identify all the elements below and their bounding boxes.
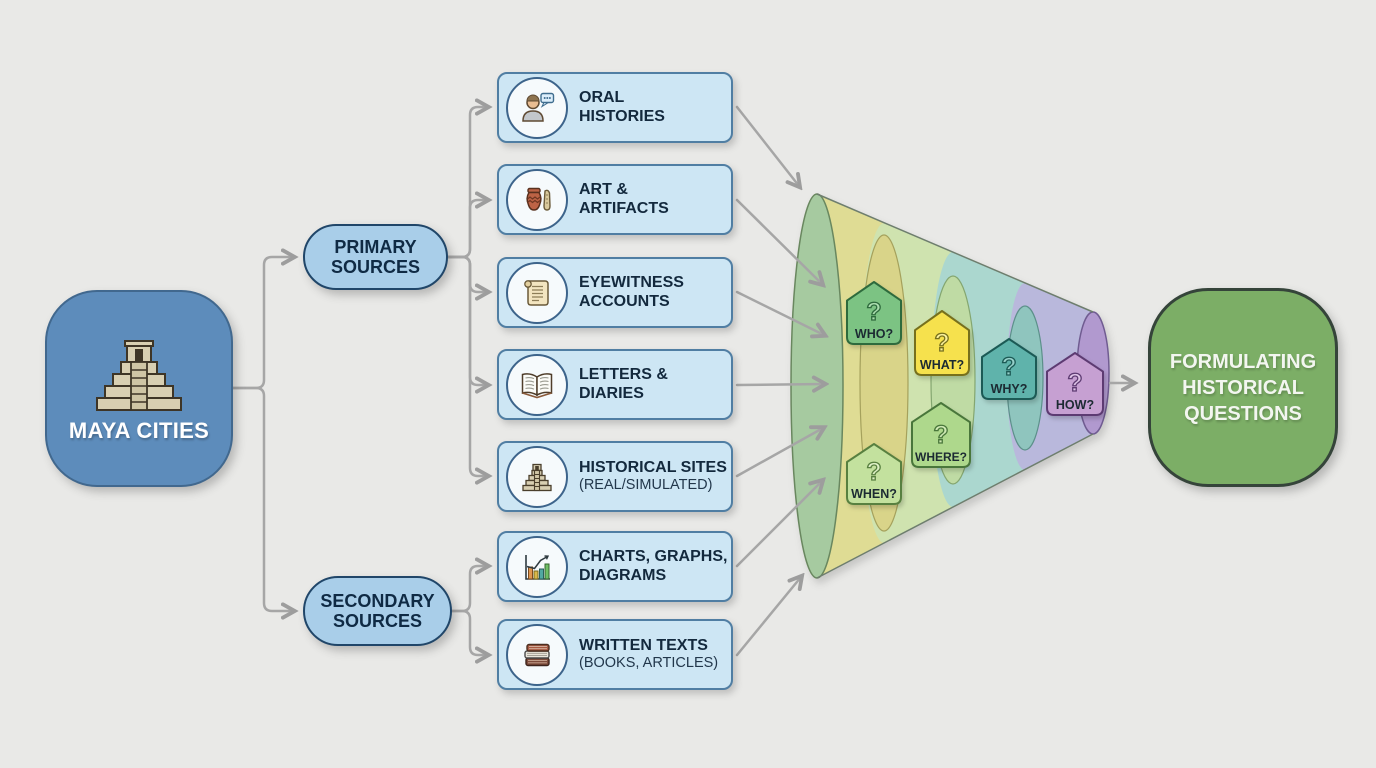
connector-secondary-to-written-texts	[448, 609, 487, 655]
question-mark-glyph: ?	[1067, 369, 1082, 397]
tree-connectors	[231, 107, 487, 655]
node-secondary-sources: SECONDARY SOURCES	[303, 576, 452, 646]
person-speech-icon	[522, 92, 555, 122]
badge-where-label: WHERE?	[915, 450, 967, 464]
box-label-line1: LETTERS &	[579, 365, 668, 383]
arrow-letters-to-funnel	[735, 384, 824, 385]
badge-why: ? WHY?	[981, 338, 1037, 400]
node-maya-cities: MAYA CITIES	[45, 290, 233, 487]
box-label-line1: HISTORICAL SITES	[579, 458, 727, 476]
connector-primary-to-letters-diaries	[445, 255, 487, 385]
box-label-line2: (BOOKS, ARTICLES)	[579, 655, 719, 672]
arrow-oral-to-funnel	[735, 105, 799, 186]
question-mark-glyph: ?	[934, 329, 949, 357]
box-label-line2: HISTORIES	[579, 107, 665, 125]
box-label-line2: ACCOUNTS	[579, 292, 670, 310]
connector-primary-to-art-artifacts	[445, 200, 487, 259]
root-node-label: MAYA CITIES	[68, 417, 210, 443]
bar-chart-icon	[525, 554, 550, 580]
badge-who-label: WHO?	[855, 327, 893, 341]
book-stack-icon	[524, 643, 550, 666]
box-label-line1: ART &	[579, 180, 628, 198]
arrow-sites-to-funnel	[735, 428, 823, 478]
arrow-art-to-funnel	[735, 198, 822, 284]
secondary-sources-line1: SECONDARY	[320, 590, 435, 611]
badge-when: ? WHEN?	[846, 443, 902, 505]
icon-circle	[506, 76, 568, 139]
badge-when-label: WHEN?	[851, 487, 897, 501]
box-art-artifacts: ART & ARTIFACTS	[497, 164, 733, 235]
result-line3: QUESTIONS	[1184, 402, 1302, 425]
icon-circle	[506, 623, 568, 686]
badge-how-label: HOW?	[1056, 398, 1094, 412]
box-label-line2: DIAGRAMS	[579, 566, 667, 584]
box-historical-sites: HISTORICAL SITES (REAL/SIMULATED)	[497, 441, 733, 512]
pottery-artifact-icon	[526, 187, 551, 211]
box-label-line2: ARTIFACTS	[579, 199, 669, 217]
result-line1: FORMULATING	[1169, 350, 1317, 373]
icon-circle	[506, 261, 568, 324]
funnel-mouth	[790, 193, 844, 579]
arrow-texts-to-funnel	[735, 577, 801, 657]
result-line2: HISTORICAL	[1182, 376, 1304, 399]
box-label-line1: ORAL	[579, 88, 625, 106]
badge-where: ? WHERE?	[911, 402, 971, 468]
connector-root-to-primary	[231, 257, 293, 390]
badge-what-label: WHAT?	[920, 358, 964, 372]
question-mark-glyph: ?	[866, 298, 881, 326]
box-label-line1: CHARTS, GRAPHS,	[579, 547, 728, 565]
arrow-eyewitness-to-funnel	[735, 290, 824, 335]
primary-sources-line2: SOURCES	[330, 257, 420, 277]
badge-who: ? WHO?	[846, 281, 902, 345]
question-mark-glyph: ?	[933, 421, 948, 449]
node-formulating-historical-questions: FORMULATING HISTORICAL QUESTIONS	[1148, 288, 1338, 487]
open-book-icon	[521, 372, 553, 398]
box-oral-histories: ORAL HISTORIES	[497, 72, 733, 143]
question-mark-glyph: ?	[1001, 353, 1016, 381]
icon-circle	[506, 168, 568, 231]
question-mark-glyph: ?	[866, 458, 881, 486]
icon-circle	[506, 445, 568, 508]
box-label-line2: DIARIES	[579, 384, 644, 402]
box-label-line1: WRITTEN TEXTS	[579, 636, 708, 654]
question-badges: ? WHO? ? WHAT? ? WHY? ? HOW? ? WHERE	[846, 281, 1104, 505]
connector-primary-to-oral-histories	[445, 107, 487, 259]
box-label-line1: EYEWITNESS	[579, 273, 684, 291]
secondary-sources-line2: SOURCES	[332, 611, 422, 631]
scroll-icon	[524, 279, 549, 306]
box-charts-graphs-diagrams: CHARTS, GRAPHS, DIAGRAMS	[497, 531, 733, 602]
stepped-pyramid-icon	[96, 339, 182, 411]
badge-why-label: WHY?	[991, 382, 1028, 396]
connector-root-to-secondary	[231, 386, 293, 611]
box-label-line2: (REAL/SIMULATED)	[579, 477, 713, 494]
icon-circle	[506, 353, 568, 416]
box-written-texts: WRITTEN TEXTS (BOOKS, ARTICLES)	[497, 619, 733, 690]
connector-primary-to-historical-sites	[445, 255, 487, 476]
funnel-input-arrows	[735, 105, 1133, 657]
box-letters-diaries: LETTERS & DIARIES	[497, 349, 733, 420]
badge-what: ? WHAT?	[914, 310, 970, 376]
connector-secondary-to-charts	[448, 566, 487, 613]
box-eyewitness-accounts: EYEWITNESS ACCOUNTS	[497, 257, 733, 328]
badge-how: ? HOW?	[1046, 352, 1104, 416]
primary-sources-line1: PRIMARY	[334, 236, 417, 257]
funnel-outline	[816, 193, 1094, 579]
arrow-charts-to-funnel	[735, 481, 822, 568]
connector-primary-to-eyewitness	[445, 255, 487, 292]
icon-circle	[506, 535, 568, 598]
node-primary-sources: PRIMARY SOURCES	[303, 224, 448, 290]
stepped-pyramid-icon	[522, 463, 552, 491]
